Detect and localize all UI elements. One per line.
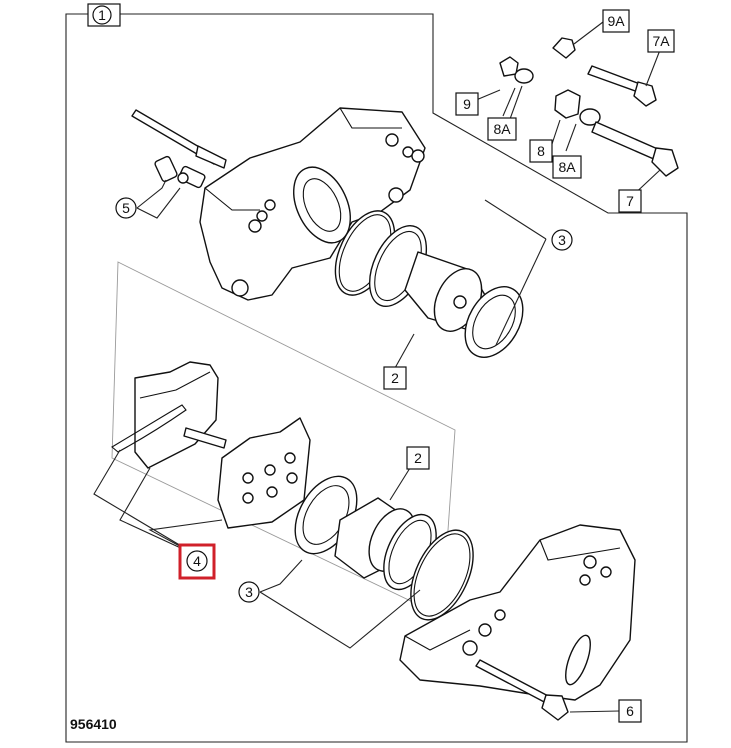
callout-4-label: 4 [193,553,201,569]
callout-3-upper: 3 [551,229,573,251]
pad-retaining-clip [111,404,227,453]
callout-7a-label: 7A [652,33,670,49]
callout-8a-lower-label: 8A [558,159,576,175]
callout-4-highlighted: 4 [178,543,216,580]
lower-square-seal [410,529,474,621]
callout-8a-upper-label: 8A [493,121,511,137]
brake-pad-front [217,417,311,529]
callout-9a-label: 9A [607,13,625,29]
callout-7a: 7A [647,29,675,53]
callout-8a-lower: 8A [552,155,582,179]
diagram-reference-number: 956410 [70,716,117,732]
callout-2-upper: 2 [383,366,407,390]
callout-3-lower: 3 [238,581,260,603]
callout-2-lower: 2 [406,446,430,470]
lower-caliper-housing [399,524,636,721]
callout-3-lower-label: 3 [245,584,253,600]
callout-9-label: 9 [463,96,471,112]
bleed-screw-parts [131,109,227,189]
brake-pad-rear [134,361,219,469]
callout-3-upper-label: 3 [558,232,566,248]
lower-square-seal-inner [413,533,471,617]
callout-5-leader-b [136,187,181,219]
callout-1: 1 [87,3,121,27]
callout-6: 6 [618,699,642,723]
callout-8: 8 [529,139,553,163]
callout-1-label: 1 [98,7,106,23]
callout-5-label: 5 [122,200,130,216]
upper-boot-seal [464,286,524,358]
hardware-bolts [499,37,679,177]
upper-boot-seal-inner [472,294,516,350]
callout-5: 5 [115,197,137,219]
upper-caliper-housing [199,107,426,301]
callout-7-label: 7 [626,193,634,209]
callout-8-label: 8 [537,143,545,159]
callout-6-label: 6 [626,703,634,719]
callout-2-lower-label: 2 [414,450,422,466]
callout-8a-upper: 8A [487,117,517,141]
callout-9: 9 [455,92,479,116]
assembly-outline [65,13,688,743]
callout-5-leader [136,179,167,209]
callout-9a: 9A [602,9,630,33]
callout-7: 7 [618,189,642,213]
callout-2-upper-label: 2 [391,370,399,386]
